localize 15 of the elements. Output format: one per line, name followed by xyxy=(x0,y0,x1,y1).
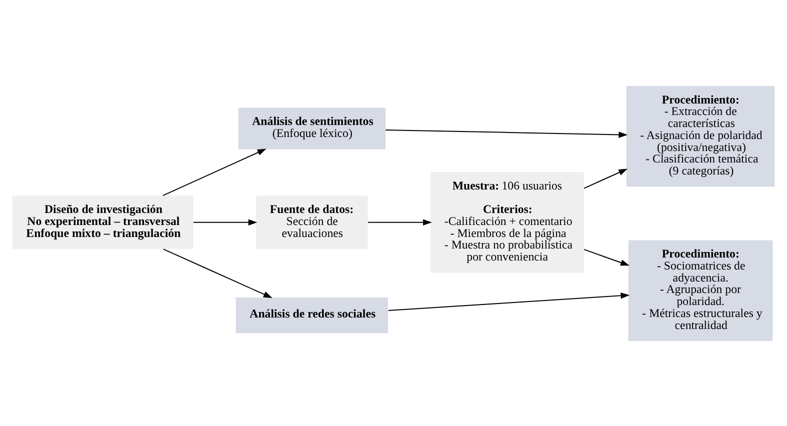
node-box: Análisis de sentimientos (Enfoque léxico) xyxy=(238,107,386,149)
node-box: Análisis de redes sociales xyxy=(236,297,388,333)
arrow xyxy=(584,168,628,188)
arrow xyxy=(388,292,630,310)
arrow xyxy=(162,248,272,298)
node-box: Muestra: 106 usuarios Criterios: -Calificación + comentario - Miembros de la página - Muestra no probabilística por conveniencia xyxy=(430,171,584,272)
arrow xyxy=(385,128,628,138)
arrow xyxy=(162,148,266,196)
node-box: Diseño de investigación No experimental – transversal Enfoque mixto – triangulación xyxy=(12,195,194,249)
arrow xyxy=(584,248,630,266)
arrow xyxy=(192,218,258,226)
node-box: Procedimiento: - Sociomatrices de adyacencia. - Agrupación por polaridad. - Métricas estructurales y centralidad xyxy=(628,240,773,341)
arrow xyxy=(368,218,432,226)
node-box: Procedimiento: - Extracción de características - Asignación de polaridad (positiva/negativa) - Clasificación temática (9 categorías) xyxy=(626,85,775,186)
node-box: Fuente de datos: Sección de evaluaciones xyxy=(256,195,368,249)
